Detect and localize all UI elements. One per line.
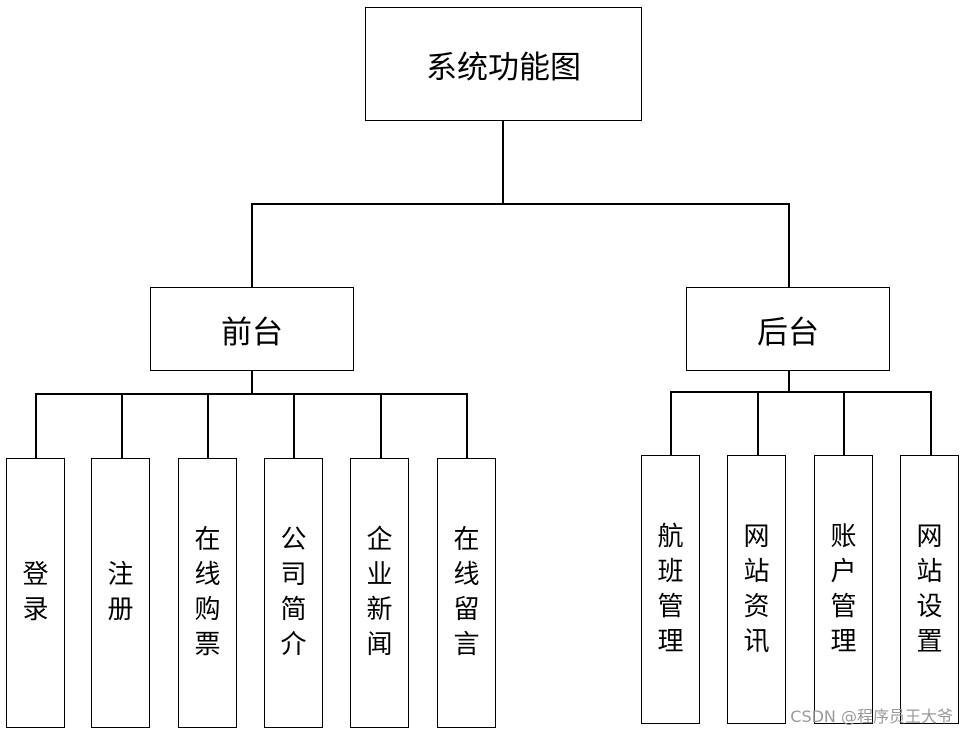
- frontend-leaf-node: 在线购票: [178, 458, 237, 728]
- leaf-label-char: 管: [830, 591, 857, 622]
- connector-backend-leaf-1: [757, 391, 759, 455]
- frontend-leaf-label: 登录: [22, 558, 48, 628]
- frontend-leaf-label: 在线留言: [453, 523, 479, 663]
- frontend-leaf-label: 在线购票: [194, 523, 220, 663]
- leaf-label-char: 闻: [366, 630, 393, 660]
- frontend-leaf-label: 注册: [107, 558, 133, 628]
- connector-backend-leaf-0: [670, 391, 672, 455]
- frontend-leaf-node: 公司简介: [264, 458, 323, 728]
- backend-leaf-node: 航班管理: [641, 455, 700, 724]
- leaf-label-char: 设: [916, 591, 943, 622]
- frontend-leaf-node: 企业新闻: [350, 458, 409, 728]
- connector-backend-down: [788, 370, 790, 392]
- root-label: 系统功能图: [426, 49, 581, 86]
- connector-backend-leaf-2: [843, 391, 845, 455]
- connector-frontend-leaf-3: [293, 393, 295, 458]
- backend-leaf-label: 网站资讯: [743, 520, 769, 660]
- connector-root-bar: [251, 203, 789, 205]
- backend-leaf-label: 航班管理: [657, 520, 683, 660]
- frontend-leaf-node: 登录: [6, 458, 65, 728]
- connector-frontend-leaf-4: [380, 393, 382, 458]
- connector-frontend-leaf-0: [35, 393, 37, 458]
- backend-leaf-node: 网站设置: [900, 455, 959, 724]
- backend-leaf-label: 账户管理: [830, 520, 856, 660]
- leaf-label-char: 企: [366, 525, 393, 555]
- connector-backend-bar: [670, 391, 931, 393]
- connector-frontend-down: [251, 370, 253, 394]
- leaf-label-char: 在: [194, 525, 221, 555]
- backend-leaf-label: 网站设置: [916, 520, 942, 660]
- leaf-label-char: 新: [366, 595, 393, 625]
- leaf-label-char: 讯: [743, 626, 770, 657]
- leaf-label-char: 站: [916, 556, 943, 587]
- backend-leaf-node: 网站资讯: [727, 455, 786, 724]
- connector-frontend-leaf-1: [121, 393, 123, 458]
- leaf-label-char: 册: [107, 595, 134, 625]
- frontend-leaf-label: 企业新闻: [366, 523, 392, 663]
- leaf-label-char: 注: [107, 560, 134, 590]
- backend-node: 后台: [686, 287, 890, 371]
- leaf-label-char: 购: [194, 595, 221, 625]
- leaf-label-char: 航: [657, 521, 684, 552]
- leaf-label-char: 在: [453, 525, 480, 555]
- connector-frontend-leaf-2: [207, 393, 209, 458]
- leaf-label-char: 理: [657, 626, 684, 657]
- root-node: 系统功能图: [365, 7, 642, 121]
- backend-leaf-node: 账户管理: [814, 455, 873, 724]
- leaf-label-char: 线: [194, 560, 221, 590]
- leaf-label-char: 理: [830, 626, 857, 657]
- frontend-leaf-node: 在线留言: [437, 458, 496, 728]
- connector-to-frontend: [251, 203, 253, 287]
- leaf-label-char: 录: [22, 595, 49, 625]
- watermark: CSDN @程序员王大爷: [790, 707, 953, 726]
- leaf-label-char: 留: [453, 595, 480, 625]
- leaf-label-char: 司: [280, 560, 307, 590]
- leaf-label-char: 网: [916, 521, 943, 552]
- leaf-label-char: 管: [657, 591, 684, 622]
- leaf-label-char: 业: [366, 560, 393, 590]
- connector-backend-leaf-3: [930, 391, 932, 455]
- leaf-label-char: 账: [830, 521, 857, 552]
- connector-frontend-bar: [35, 393, 467, 395]
- leaf-label-char: 线: [453, 560, 480, 590]
- leaf-label-char: 站: [743, 556, 770, 587]
- frontend-leaf-label: 公司简介: [280, 523, 306, 663]
- connector-to-backend: [788, 203, 790, 287]
- leaf-label-char: 票: [194, 630, 221, 660]
- leaf-label-char: 资: [743, 591, 770, 622]
- leaf-label-char: 置: [916, 626, 943, 657]
- frontend-leaf-node: 注册: [91, 458, 150, 728]
- frontend-label: 前台: [221, 314, 283, 351]
- leaf-label-char: 登: [22, 560, 49, 590]
- frontend-node: 前台: [150, 287, 354, 371]
- backend-label: 后台: [757, 314, 819, 351]
- leaf-label-char: 网: [743, 521, 770, 552]
- leaf-label-char: 介: [280, 630, 307, 660]
- leaf-label-char: 班: [657, 556, 684, 587]
- connector-root-down: [502, 121, 504, 203]
- connector-frontend-leaf-5: [466, 393, 468, 458]
- leaf-label-char: 言: [453, 630, 480, 660]
- leaf-label-char: 公: [280, 525, 307, 555]
- leaf-label-char: 简: [280, 595, 307, 625]
- leaf-label-char: 户: [830, 556, 857, 587]
